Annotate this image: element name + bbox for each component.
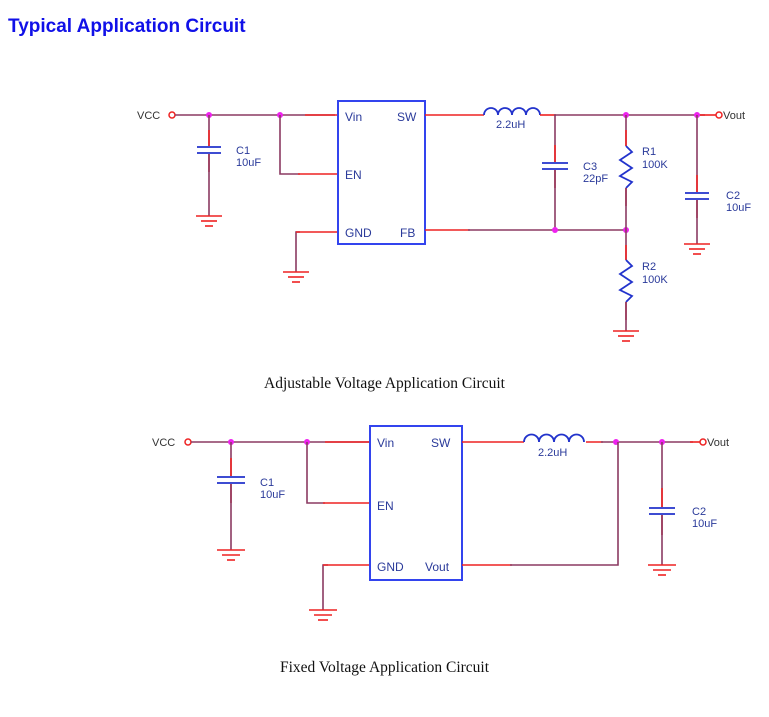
capacitor-c2 bbox=[649, 442, 675, 565]
adjustable-circuit-caption: Adjustable Voltage Application Circuit bbox=[264, 375, 505, 392]
c1-value: 10uF bbox=[260, 489, 285, 501]
c3-ref: C3 bbox=[583, 161, 597, 173]
vcc-terminal bbox=[184, 438, 192, 446]
pin-en: EN bbox=[377, 499, 394, 513]
vcc-label: VCC bbox=[152, 437, 175, 449]
vout-sense-wire bbox=[510, 442, 619, 566]
resistor-r2 bbox=[618, 230, 634, 331]
vout-label: Vout bbox=[707, 437, 729, 449]
c2-ref: C2 bbox=[692, 506, 706, 518]
r2-ref: R2 bbox=[642, 261, 656, 273]
pin-vout: Vout bbox=[425, 560, 450, 574]
page-title: Typical Application Circuit bbox=[8, 16, 246, 37]
pin-vin: Vin bbox=[377, 436, 394, 450]
pin-vin: Vin bbox=[345, 110, 362, 124]
ground-icon bbox=[648, 564, 676, 576]
ground-icon bbox=[613, 330, 639, 342]
resistor-r1 bbox=[618, 115, 634, 230]
junction-dot bbox=[552, 227, 558, 233]
en-wire bbox=[279, 115, 300, 175]
pin-sw: SW bbox=[431, 436, 451, 450]
c2-ref: C2 bbox=[726, 190, 740, 202]
vout-label: Vout bbox=[723, 110, 745, 122]
inductor-value: 2.2uH bbox=[496, 119, 525, 131]
ground-icon bbox=[684, 243, 710, 255]
pin-gnd: GND bbox=[345, 226, 372, 240]
r2-value: 100K bbox=[642, 274, 668, 286]
pin-gnd: GND bbox=[377, 560, 404, 574]
c2-value: 10uF bbox=[692, 518, 717, 530]
fixed-circuit-caption: Fixed Voltage Application Circuit bbox=[279, 659, 490, 676]
capacitor-c3 bbox=[542, 115, 568, 230]
inductor-value: 2.2uH bbox=[538, 447, 567, 459]
ground-icon bbox=[217, 549, 245, 561]
c2-value: 10uF bbox=[726, 202, 751, 214]
ground-icon bbox=[309, 609, 337, 621]
pin-sw: SW bbox=[397, 110, 417, 124]
vout-terminal bbox=[715, 111, 723, 119]
ground-icon bbox=[283, 271, 309, 283]
regulator-ic bbox=[337, 100, 426, 245]
pin-en: EN bbox=[345, 168, 362, 182]
r1-ref: R1 bbox=[642, 146, 656, 158]
c1-value: 10uF bbox=[236, 157, 261, 169]
pin-fb: FB bbox=[400, 226, 415, 240]
capacitor-c1 bbox=[217, 442, 245, 550]
gnd-wire bbox=[322, 564, 328, 610]
vcc-label: VCC bbox=[137, 110, 160, 122]
regulator-ic bbox=[369, 425, 463, 581]
capacitor-c2 bbox=[685, 115, 709, 244]
gnd-wire bbox=[295, 231, 300, 272]
vout-terminal bbox=[699, 438, 707, 446]
capacitor-c1 bbox=[197, 115, 221, 216]
c1-ref: C1 bbox=[260, 477, 274, 489]
inductor bbox=[523, 433, 585, 443]
vcc-terminal bbox=[168, 111, 176, 119]
r1-value: 100K bbox=[642, 159, 668, 171]
c3-value: 22pF bbox=[583, 173, 608, 185]
inductor bbox=[483, 107, 541, 116]
en-wire bbox=[306, 442, 325, 504]
c1-ref: C1 bbox=[236, 145, 250, 157]
ground-icon bbox=[196, 215, 222, 227]
